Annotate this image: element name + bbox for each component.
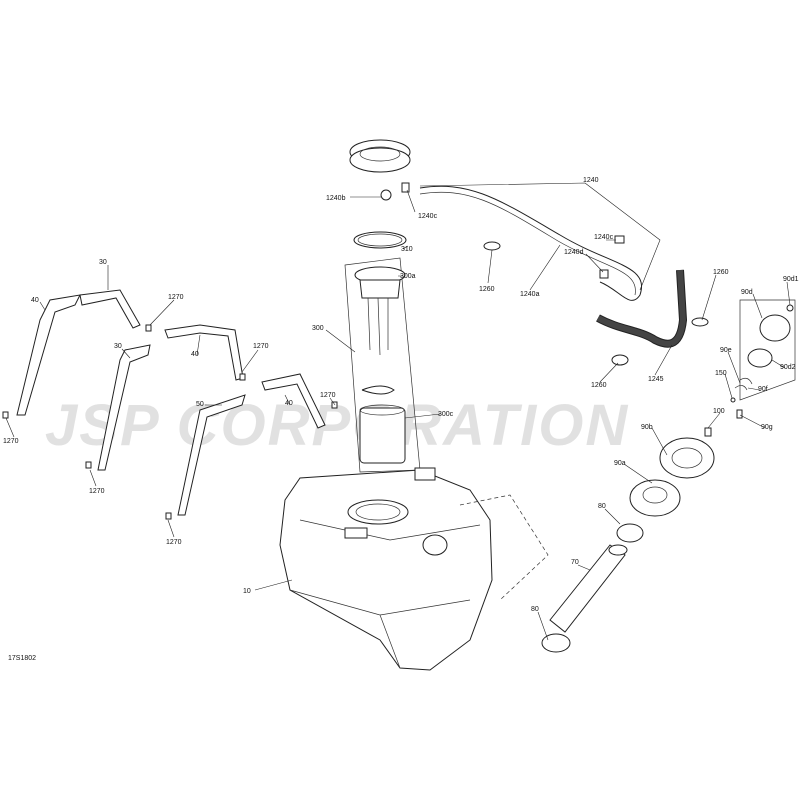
callout-labels: 1240 1240b 1240c 310 1240c 1240d 300a 12…: [3, 177, 799, 613]
vent-hose: [380, 182, 642, 301]
callout: 80: [531, 606, 539, 613]
tank-straps: [16, 289, 326, 516]
callout: 1240b: [326, 195, 346, 202]
fuel-pump: [344, 257, 436, 481]
callout: 90a: [614, 460, 626, 467]
callout: 1240: [583, 177, 599, 184]
callout: 90d: [741, 289, 753, 296]
callout: 310: [401, 246, 413, 253]
callout: 1270: [166, 539, 182, 546]
vent-tube: [596, 269, 688, 348]
callout: 300: [312, 325, 324, 332]
callout: 1260: [479, 286, 495, 293]
callout: 1270: [3, 438, 19, 445]
fuel-cap: [739, 299, 796, 401]
callout: 40: [191, 351, 199, 358]
callout: 300a: [400, 273, 416, 280]
clamps: [541, 523, 644, 653]
callout: 40: [31, 297, 39, 304]
callout: 300c: [438, 411, 454, 418]
callout: 90f: [758, 386, 768, 393]
callout: 90g: [761, 424, 773, 431]
leader-lines: [5, 182, 791, 641]
callout: 10: [243, 588, 251, 595]
callout: 1240c: [418, 213, 438, 220]
callout: 1270: [168, 294, 184, 301]
callout: 80: [598, 503, 606, 510]
callout: 100: [713, 408, 725, 415]
callout: 70: [571, 559, 579, 566]
callout: 30: [99, 259, 107, 266]
callout: 90d1: [783, 276, 799, 283]
callout: 1270: [89, 488, 105, 495]
hose-clamps: [483, 241, 709, 366]
callout: 1245: [648, 376, 664, 383]
filler-tube: [549, 544, 628, 633]
callout: 1240a: [520, 291, 540, 298]
callout: 1260: [713, 269, 729, 276]
strap-clips: [2, 324, 338, 520]
diagram-code: 17S1802: [8, 655, 36, 662]
gasket: [353, 231, 407, 249]
callout: 90e: [720, 347, 732, 354]
lock-ring: [349, 139, 411, 173]
callout: 1240d: [564, 249, 584, 256]
callout: 90d2: [780, 364, 796, 371]
callout: 1240c: [594, 234, 614, 241]
callout: 90b: [641, 424, 653, 431]
callout: 1270: [253, 343, 269, 350]
callout: 40: [285, 400, 293, 407]
callout: 30: [114, 343, 122, 350]
small-fasteners: [704, 385, 748, 437]
callout: 50: [196, 401, 204, 408]
fuel-tank: [279, 469, 493, 671]
callout: 1260: [591, 382, 607, 389]
callout: 1270: [320, 392, 336, 399]
filler-outline: [459, 494, 549, 601]
callout: 150: [715, 370, 727, 377]
filler-neck: [629, 437, 715, 517]
